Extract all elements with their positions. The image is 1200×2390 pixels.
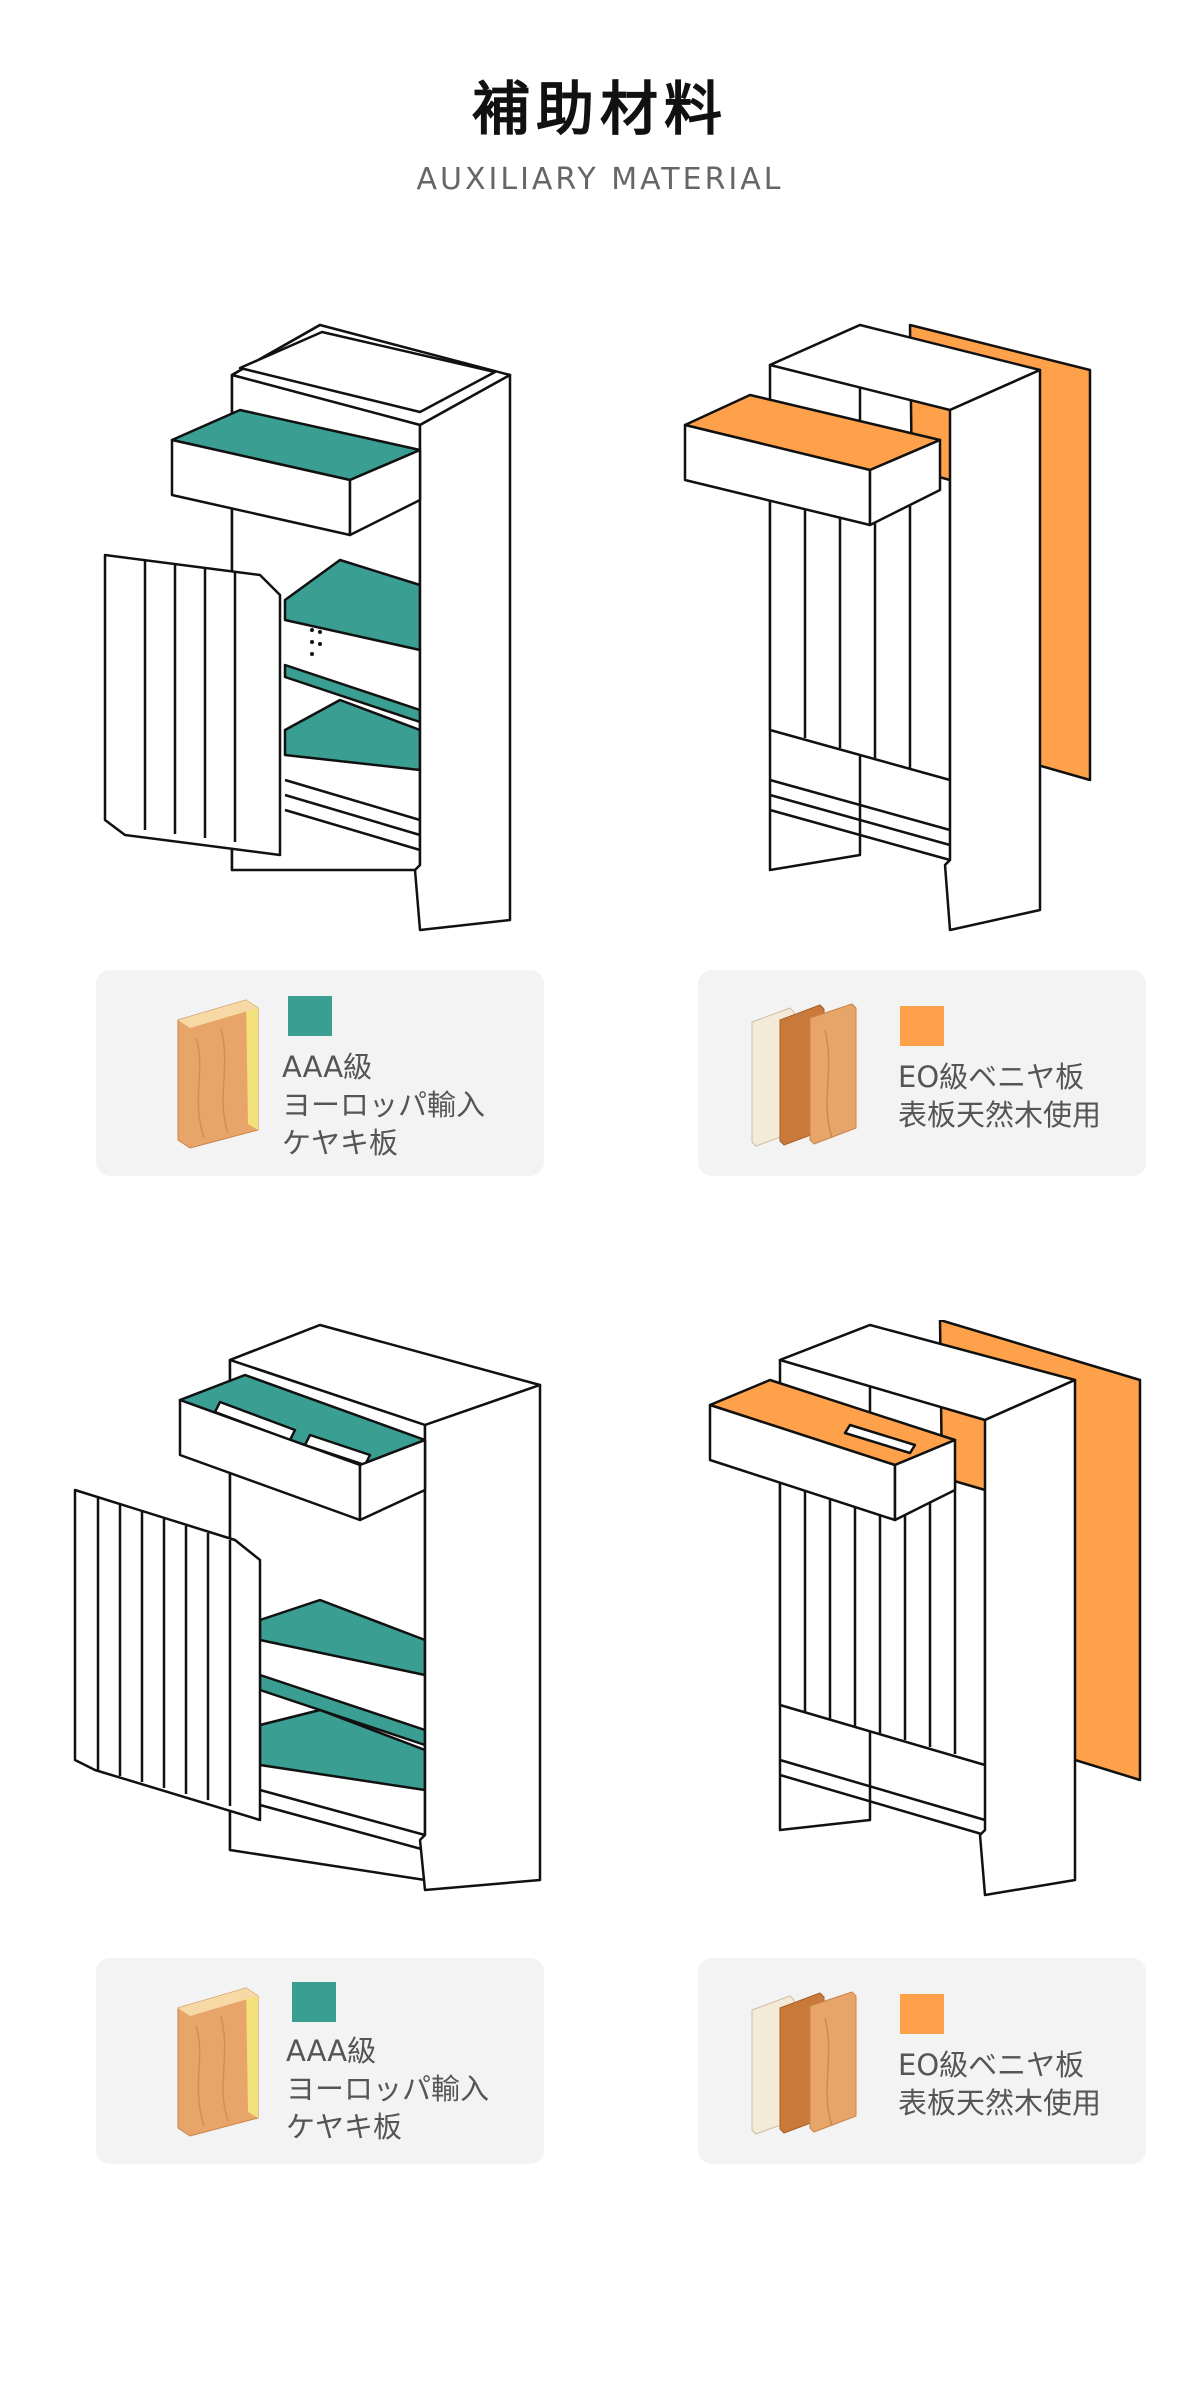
- cabinet-illustration-tall-teal: [103, 323, 512, 932]
- plywood-layers-sample-icon: [751, 1003, 857, 1147]
- page-title: 補助材料: [471, 75, 728, 143]
- material-card: AAA級 ヨーロッパ輸入 ケヤキ板: [96, 1958, 544, 2164]
- color-swatch: [900, 1994, 944, 2034]
- cabinet-illustration-wide-orange: [708, 1320, 1142, 1897]
- description-line: ヨーロッパ輸入: [286, 2072, 490, 2106]
- plywood-layers-sample-icon: [751, 1991, 857, 2135]
- description-line: AAA級: [282, 1050, 373, 1084]
- cabinet-illustration-tall-orange: [683, 323, 1092, 932]
- material-card: EO級ベニヤ板 表板天然木使用: [698, 1958, 1146, 2164]
- color-swatch: [900, 1006, 944, 1046]
- material-description: AAA級 ヨーロッパ輸入 ケヤキ板: [282, 1048, 485, 1162]
- color-swatch: [292, 1982, 336, 2022]
- cabinet-illustration-wide-teal: [73, 1323, 542, 1892]
- description-line: AAA級: [286, 2034, 377, 2068]
- material-description: AAA級 ヨーロッパ輸入 ケヤキ板: [286, 2032, 489, 2146]
- material-card: AAA級 ヨーロッパ輸入 ケヤキ板: [96, 970, 544, 1176]
- material-description: EO級ベニヤ板 表板天然木使用: [898, 2046, 1101, 2122]
- material-card: EO級ベニヤ板 表板天然木使用: [698, 970, 1146, 1176]
- description-line: 表板天然木使用: [898, 2086, 1102, 2120]
- description-line: EO級ベニヤ板: [898, 2048, 1085, 2082]
- wood-board-sample-icon: [177, 1987, 259, 2137]
- color-swatch: [288, 996, 332, 1036]
- description-line: 表板天然木使用: [898, 1098, 1102, 1132]
- description-line: ケヤキ板: [282, 1126, 399, 1160]
- wood-board-sample-icon: [177, 999, 259, 1149]
- description-line: EO級ベニヤ板: [898, 1060, 1085, 1094]
- material-description: EO級ベニヤ板 表板天然木使用: [898, 1058, 1101, 1134]
- description-line: ケヤキ板: [286, 2110, 403, 2144]
- page-subtitle: AUXILIARY MATERIAL: [416, 162, 784, 197]
- description-line: ヨーロッパ輸入: [282, 1088, 486, 1122]
